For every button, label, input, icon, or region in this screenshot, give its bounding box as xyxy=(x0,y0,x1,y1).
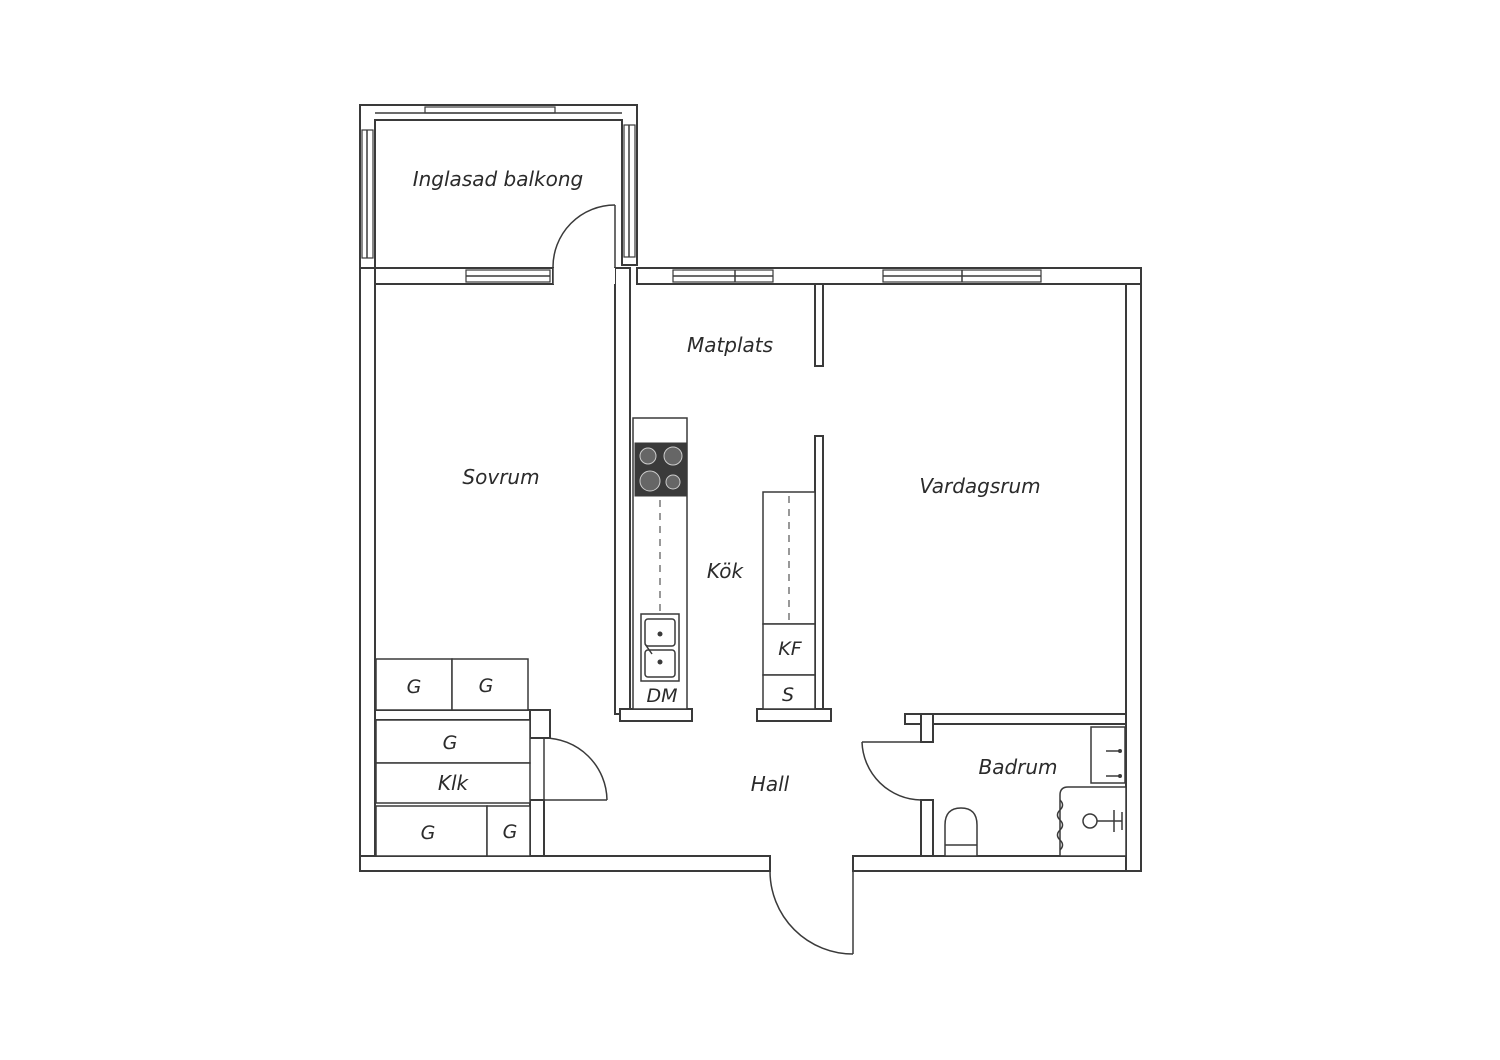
wardrobe-3 xyxy=(375,719,531,764)
wardrobe-label: G xyxy=(503,821,518,843)
shower-icon xyxy=(1056,786,1127,857)
room-labels: Inglasad balkong Sovrum Matplats Kök Var… xyxy=(413,167,1058,796)
fridge-freezer xyxy=(762,623,816,676)
klk-shelf xyxy=(375,762,531,804)
room-label-kok: Kök xyxy=(707,559,745,583)
toilet-icon xyxy=(944,807,978,857)
fixture-labels: G G G G G DM KF S xyxy=(407,638,803,844)
cabinet-label: S xyxy=(782,684,794,706)
wardrobe-label: G xyxy=(443,732,458,754)
wardrobe-label: G xyxy=(421,822,436,844)
windows xyxy=(361,106,1042,283)
room-label-sovrum: Sovrum xyxy=(462,465,539,489)
wardrobe-label: G xyxy=(479,675,494,697)
sink-icon xyxy=(640,613,680,682)
room-label-hall: Hall xyxy=(751,772,790,796)
kitchen-fixtures xyxy=(632,417,816,710)
doors xyxy=(543,204,922,955)
cabinet xyxy=(762,674,816,710)
room-label-balkong: Inglasad balkong xyxy=(413,167,584,191)
wardrobes xyxy=(375,658,531,857)
stove-icon xyxy=(634,442,687,497)
room-label-badrum: Badrum xyxy=(978,755,1057,779)
room-label-vardagsrum: Vardagsrum xyxy=(919,474,1040,498)
wardrobe-5 xyxy=(486,805,531,857)
dishwasher-label: DM xyxy=(646,685,677,707)
fridge-freezer-label: KF xyxy=(778,638,802,660)
bathroom-fixtures xyxy=(944,726,1127,857)
room-label-klk: Klk xyxy=(438,771,470,795)
wardrobe-1 xyxy=(375,658,453,711)
wardrobe-label: G xyxy=(407,676,422,698)
room-label-matplats: Matplats xyxy=(687,333,773,357)
washbasin-icon xyxy=(1090,726,1126,784)
wardrobe-2 xyxy=(451,658,529,711)
